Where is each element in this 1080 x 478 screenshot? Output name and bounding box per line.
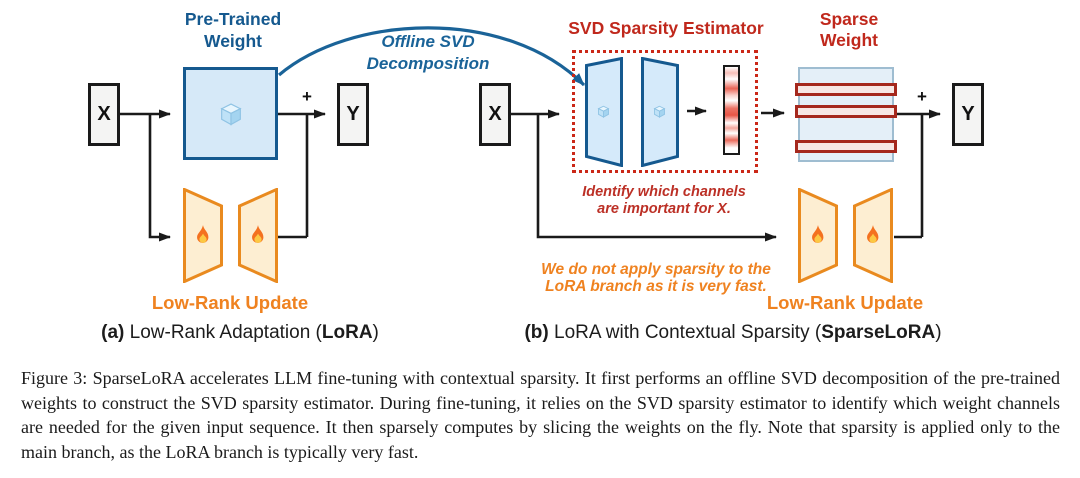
output-y-label-b: Y: [961, 103, 975, 125]
svd-estimator-label: SVD Sparsity Estimator: [568, 18, 764, 38]
flame-icon: [867, 225, 879, 243]
active-channel-stripe: [795, 140, 897, 153]
input-x-label-b: X: [488, 103, 502, 125]
figure-caption: Figure 3: SparseLoRA accelerates LLM fin…: [21, 368, 1060, 462]
panel-b-caption: (b) LoRA with Contextual Sparsity (Spars…: [524, 322, 942, 343]
pretrained-weight-label: Pre-Trained Weight: [184, 9, 282, 51]
low-rank-update-label-b: Low-Rank Update: [766, 292, 924, 313]
svd-estimator-box: [572, 50, 758, 173]
panel-a-caption: (a) Low-Rank Adaptation (LoRA): [101, 322, 379, 343]
flame-icon: [812, 225, 824, 243]
flame-icon: [252, 225, 264, 243]
plus-sign-a: +: [302, 87, 312, 106]
ice-cube-icon: [219, 102, 242, 125]
output-y-box-a: Y: [337, 83, 369, 146]
active-channel-stripe: [795, 105, 897, 118]
channel-importance-bar: [723, 65, 740, 155]
sparselora-diagram: X Pre-Trained Weight + Y: [88, 9, 984, 343]
plus-sign-b: +: [917, 87, 927, 106]
low-rank-update-label-a: Low-Rank Update: [151, 292, 309, 313]
connector-arrows: [120, 26, 941, 242]
ice-cube-icon: [597, 105, 610, 118]
flame-icon: [197, 225, 209, 243]
input-x-box-b: X: [479, 83, 511, 146]
sparse-weight-label: Sparse Weight: [819, 9, 879, 50]
identify-channels-note: Identify which channels are important fo…: [582, 184, 746, 217]
pretrained-weight-box: [183, 67, 278, 160]
active-channel-stripe: [795, 83, 897, 96]
ice-cube-icon: [653, 105, 666, 118]
output-y-box-b: Y: [952, 83, 984, 146]
offline-svd-label: Offline SVD Decomposition: [366, 32, 490, 73]
lora-branch-note: We do not apply sparsity to the LoRA bra…: [541, 261, 771, 295]
input-x-label-a: X: [97, 103, 111, 125]
input-x-box-a: X: [88, 83, 120, 146]
output-y-label-a: Y: [346, 103, 360, 125]
